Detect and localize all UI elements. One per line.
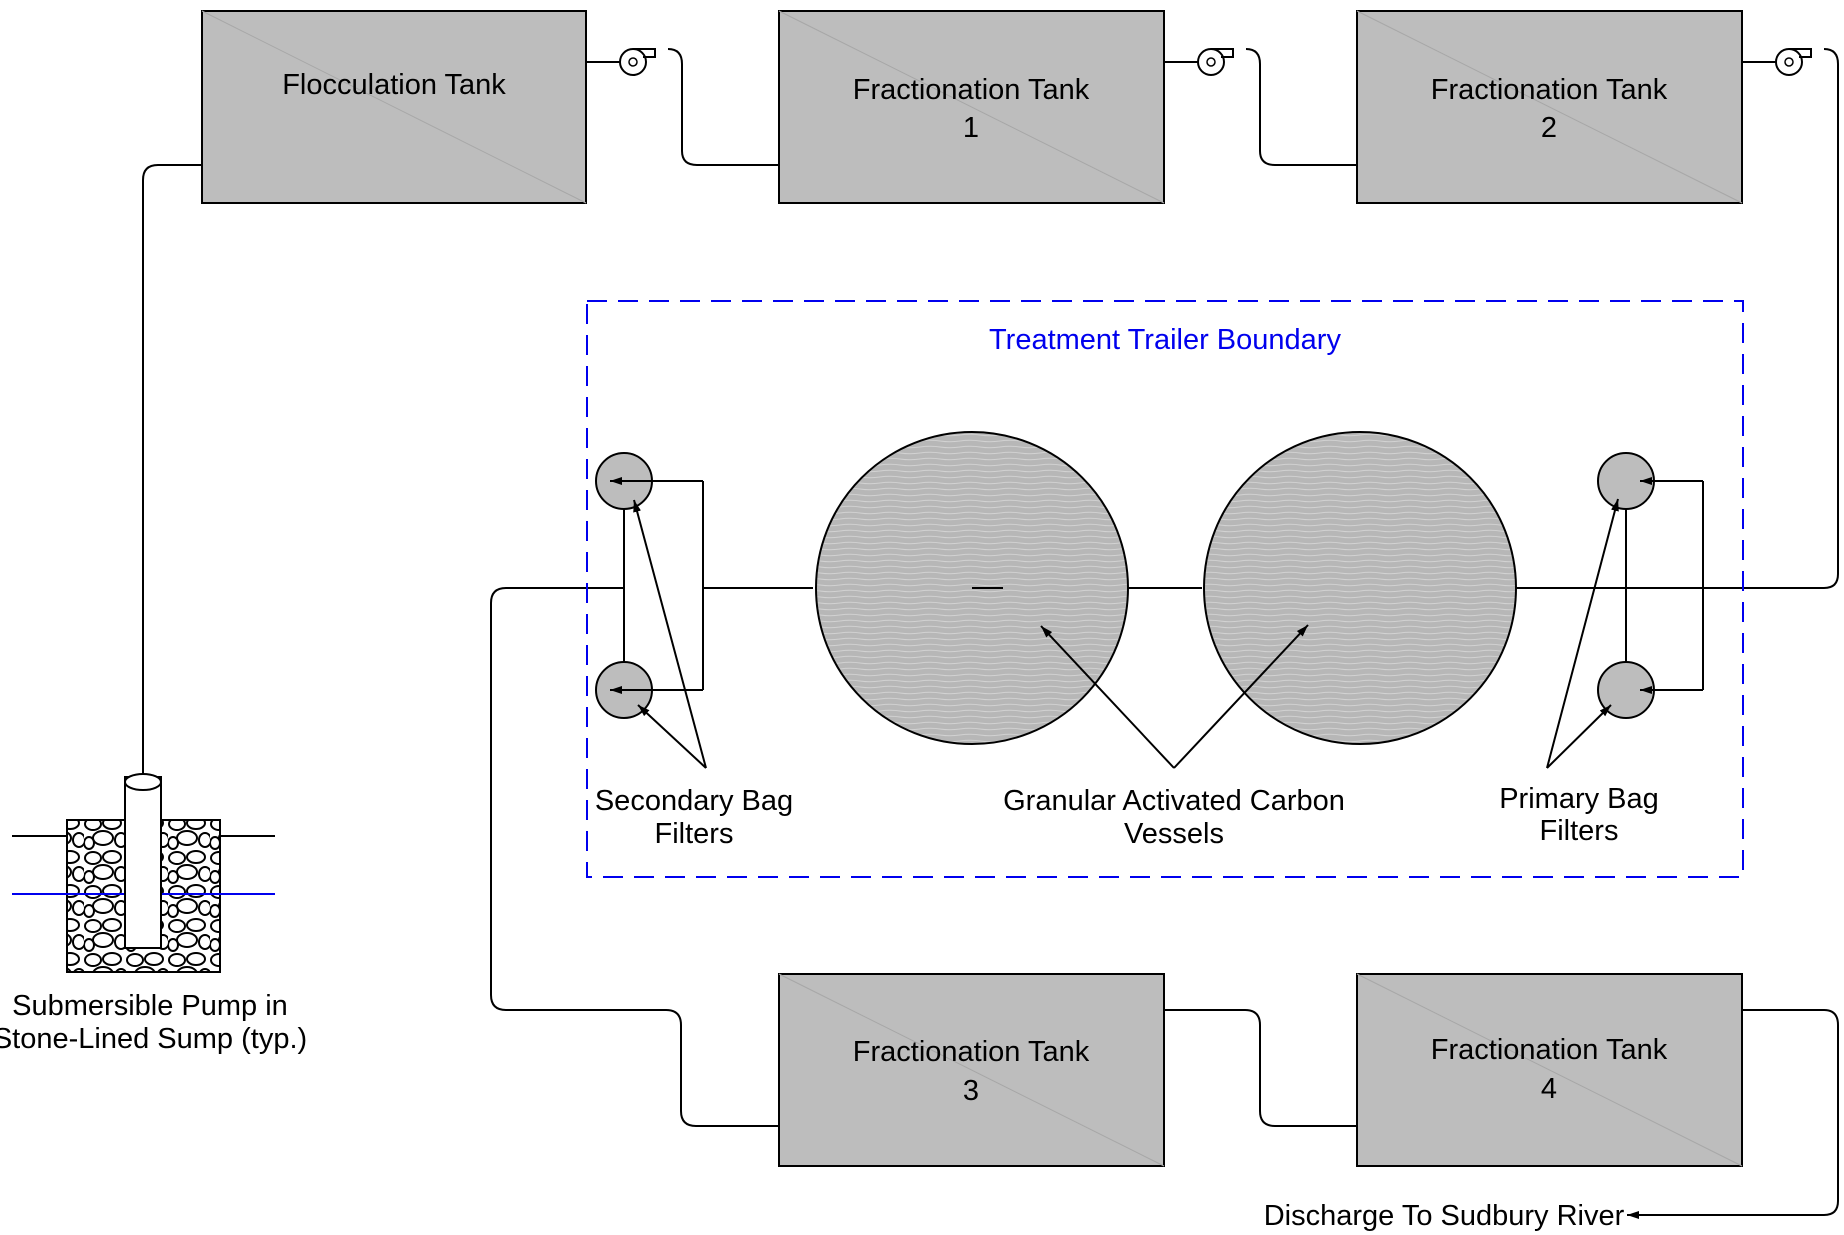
frac2-label: Fractionation Tank xyxy=(1431,74,1668,106)
sump-label-2: Stone-Lined Sump (typ.) xyxy=(0,1023,307,1055)
flocculation-tank-label: Flocculation Tank xyxy=(282,69,506,101)
primary-filters-label-1: Primary Bag xyxy=(1499,783,1659,815)
frac1-label: Fractionation Tank xyxy=(853,74,1090,106)
pipe-flocculation-to-frac1 xyxy=(586,48,820,165)
primary-filters-label-2: Filters xyxy=(1540,815,1619,847)
frac3-label: Fractionation Tank xyxy=(853,1036,1090,1068)
frac4-number: 4 xyxy=(1541,1073,1557,1105)
frac2-number: 2 xyxy=(1541,112,1557,144)
pipe-discharge xyxy=(1627,1009,1839,1219)
sump-label-1: Submersible Pump in xyxy=(12,990,288,1022)
frac4-label: Fractionation Tank xyxy=(1431,1034,1668,1066)
fractionation-tank-2: Fractionation Tank 2 xyxy=(1356,10,1743,204)
frac1-number: 1 xyxy=(963,112,979,144)
boundary-label: Treatment Trailer Boundary xyxy=(989,324,1341,356)
pipe-frac3-to-frac4 xyxy=(1164,1009,1398,1130)
flocculation-tank: Flocculation Tank xyxy=(201,10,587,204)
centrifugal-pump-icon xyxy=(1197,48,1234,76)
submersible-pump-casing xyxy=(124,776,162,949)
treatment-trailer-boundary xyxy=(586,300,1744,878)
pipe-frac1-to-frac2 xyxy=(1164,48,1398,165)
pipe-sump-to-flocculation xyxy=(142,161,242,777)
pipe-secondary-to-frac3 xyxy=(490,587,820,1130)
centrifugal-pump-icon xyxy=(619,48,656,76)
stone-lined-sump xyxy=(12,773,275,973)
pump-riser-top xyxy=(124,773,162,791)
secondary-filters-label-2: Filters xyxy=(655,818,734,850)
primary-filter-manifold xyxy=(1625,480,1704,691)
gac-label-1: Granular Activated Carbon xyxy=(1003,785,1345,817)
fractionation-tank-3: Fractionation Tank 3 xyxy=(778,973,1165,1167)
fractionation-tank-1: Fractionation Tank 1 xyxy=(778,10,1165,204)
pipe-frac2-to-primary-filters xyxy=(1703,48,1839,589)
secondary-filters-label-1: Secondary Bag xyxy=(595,785,793,817)
fractionation-tank-4: Fractionation Tank 4 xyxy=(1356,973,1743,1167)
gac-label-2: Vessels xyxy=(1124,818,1224,850)
secondary-filter-manifold xyxy=(623,480,704,691)
gac-vessel-2 xyxy=(1203,431,1517,745)
frac3-number: 3 xyxy=(963,1075,979,1107)
centrifugal-pump-icon xyxy=(1775,48,1812,76)
leader-lines xyxy=(633,498,1619,769)
discharge-label: Discharge To Sudbury River xyxy=(1264,1200,1625,1232)
